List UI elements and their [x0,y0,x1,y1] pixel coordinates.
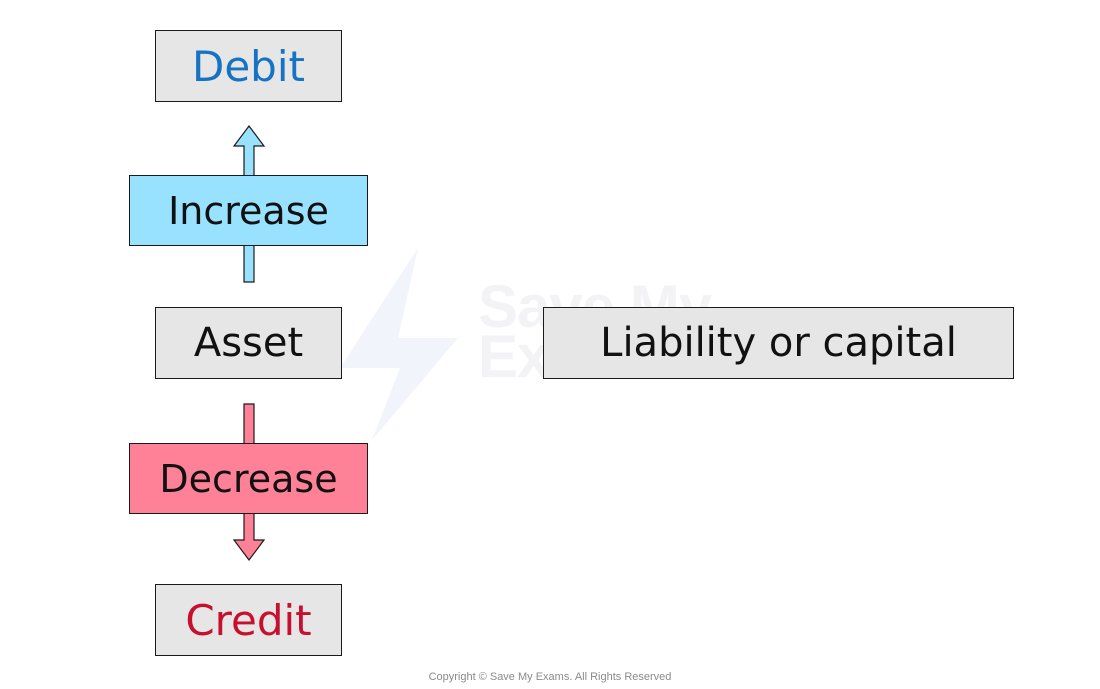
increase-label: Increase [168,188,329,233]
asset-box: Asset [155,307,342,379]
liability-or-capital-box: Liability or capital [543,307,1014,379]
asset-label: Asset [193,320,304,366]
decrease-label: Decrease [159,456,338,501]
decrease-box: Decrease [129,443,368,514]
credit-label: Credit [185,595,312,645]
debit-label: Debit [192,41,305,91]
copyright-notice: Copyright © Save My Exams. All Rights Re… [428,671,672,683]
increase-box: Increase [129,175,368,246]
credit-box: Credit [155,584,342,656]
liability-or-capital-label: Liability or capital [600,320,957,366]
debit-box: Debit [155,30,342,102]
